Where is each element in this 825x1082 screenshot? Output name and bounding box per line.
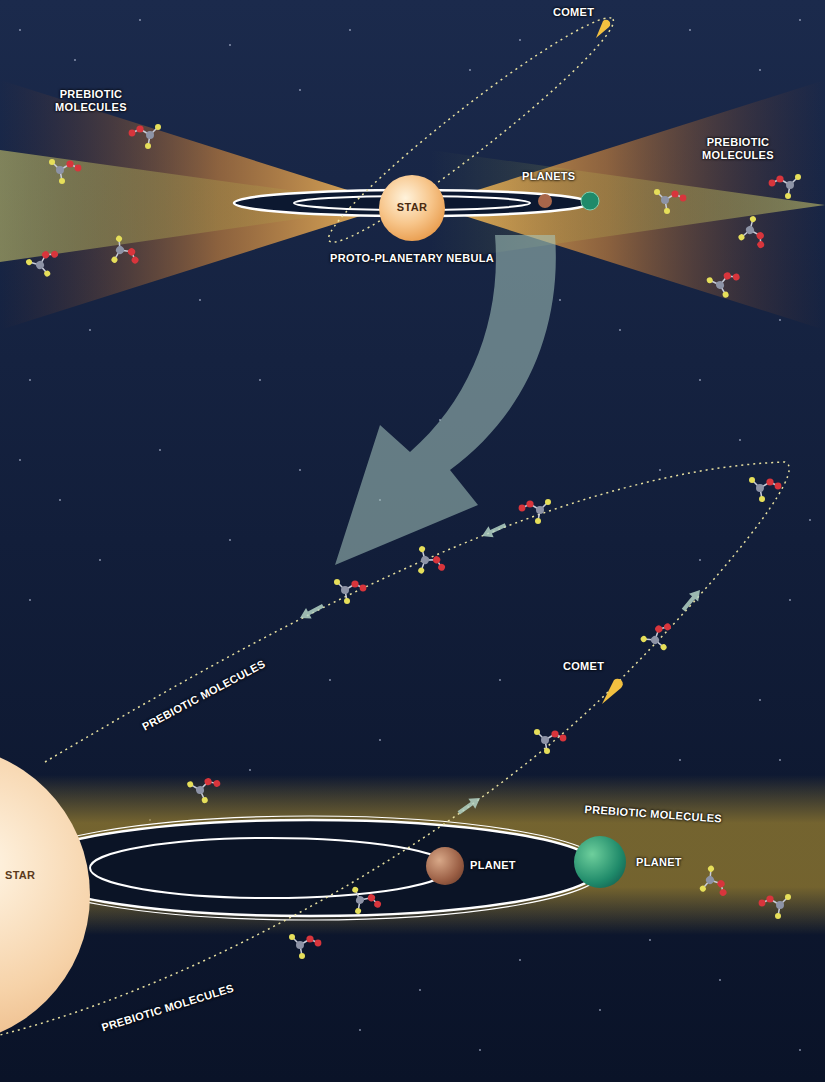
star-label: STAR [5,869,35,882]
molecule [692,865,732,906]
star-label: STAR [397,201,427,214]
planet-orbit [20,820,600,916]
molecule [25,245,66,283]
planet: PLANET [426,847,464,885]
motion-arrow [297,600,326,623]
comet-orbit [0,462,789,1035]
molecule [749,477,781,502]
molecule [534,729,566,754]
small-planet [581,192,599,210]
planet-orbit [90,838,450,898]
molecules-label: PREBIOTIC MOLECULES [48,88,134,114]
motion-arrow [679,586,705,614]
transition-arrow [335,235,556,565]
molecule [187,774,225,807]
molecule [334,579,366,604]
molecules-label: PREBIOTIC MOLECULES [695,136,781,162]
molecule [129,124,161,149]
molecule [289,934,321,959]
molecule [640,618,681,658]
molecule [732,215,770,256]
star: STAR [379,175,445,241]
nebula-label: PROTO-PLANETARY NEBULA [330,252,494,265]
comet-orbit [316,2,627,258]
molecule-band [0,775,825,935]
molecule [654,189,686,214]
molecule [706,267,745,302]
molecule [49,159,81,184]
comet-label: COMET [553,6,594,19]
comet-label: COMET [563,660,604,673]
motion-arrow [479,520,508,542]
molecule [759,894,791,919]
planet-label: PLANET [636,856,682,869]
molecule [519,499,551,524]
molecule [345,886,384,921]
planet-orbit [14,816,606,920]
molecule [103,235,144,275]
small-planet [538,194,552,208]
comet [596,20,610,38]
comet [602,679,623,704]
molecule [408,545,449,583]
planet: PLANET [574,836,626,888]
molecule [769,174,801,199]
planet-label: PLANET [470,859,516,872]
motion-arrow [455,793,483,818]
planets-label: PLANETS [522,170,575,183]
